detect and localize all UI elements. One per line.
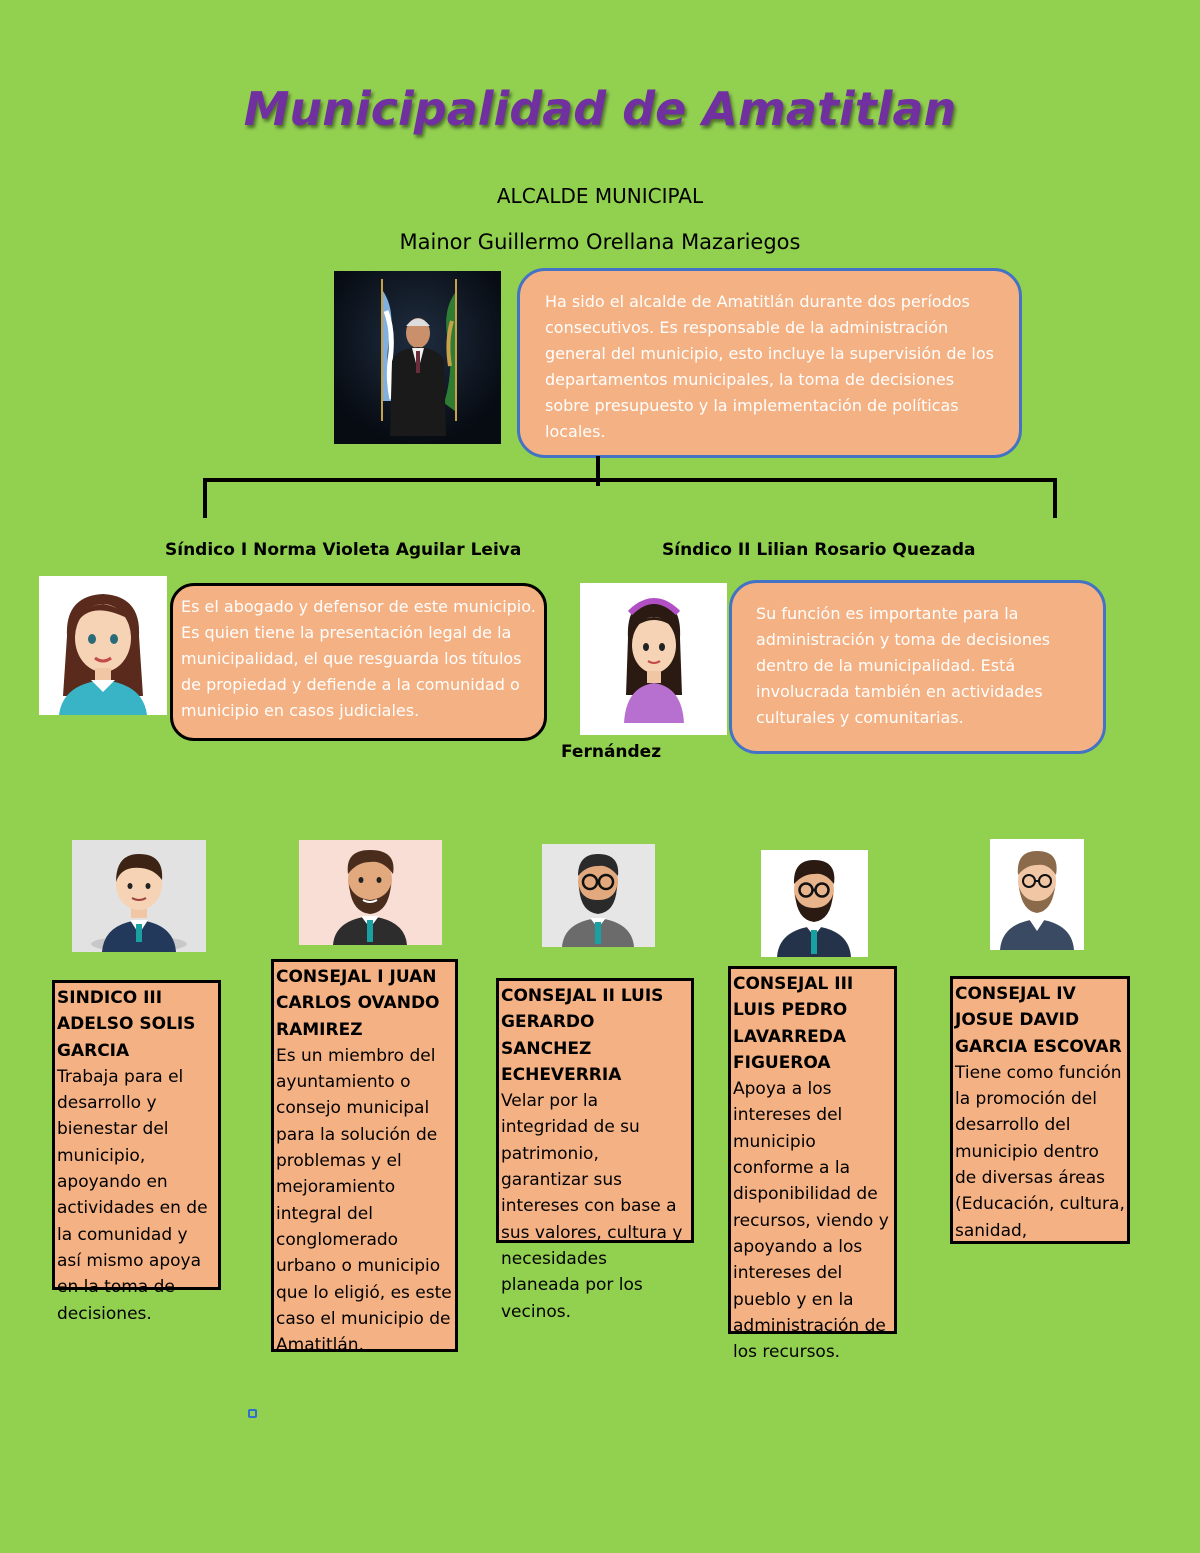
member-card-consejal3: CONSEJAL III LUIS PEDRO LAVARREDA FIGUER… xyxy=(728,966,897,1362)
member-name: CONSEJAL IV JOSUE DAVID GARCIA ESCOVAR xyxy=(955,984,1122,1057)
sindico1-label: Síndico I Norma Violeta Aguilar Leiva xyxy=(165,540,522,560)
connector-horizontal xyxy=(203,478,1057,482)
sindico2-description-text: Su función es importante para la adminis… xyxy=(756,604,1051,727)
woman-avatar-icon xyxy=(39,576,167,715)
sindico2-description: Su función es importante para la adminis… xyxy=(729,580,1106,754)
sindico2-label: Síndico II Lilian Rosario Quezada xyxy=(662,540,976,560)
member-description: Trabaja para el desarrollo y bienestar d… xyxy=(57,1066,208,1324)
page-title: Municipalidad de Amatitlan xyxy=(243,82,957,136)
bearded-man-avatar-icon xyxy=(299,840,442,945)
connector-right-drop xyxy=(1053,478,1057,518)
member-description: Apoya a los intereses del municipio conf… xyxy=(733,1079,889,1363)
member-description: Es un miembro del ayuntamiento o consejo… xyxy=(276,1045,452,1356)
member-name: CONSEJAL II LUIS GERARDO SANCHEZ ECHEVER… xyxy=(501,986,664,1085)
sindico1-description: Es el abogado y defensor de este municip… xyxy=(170,583,547,741)
member-name: SINDICO III ADELSO SOLIS GARCIA xyxy=(57,988,196,1061)
mayor-name: Mainor Guillermo Orellana Mazariegos xyxy=(399,230,801,254)
member-card-consejal1: CONSEJAL I JUAN CARLOS OVANDO RAMIREZ Es… xyxy=(271,959,458,1355)
member-card-consejal4: CONSEJAL IV JOSUE DAVID GARCIA ESCOVAR T… xyxy=(950,976,1130,1244)
glasses-man-avatar-icon xyxy=(542,844,655,947)
member-name: CONSEJAL III LUIS PEDRO LAVARREDA FIGUER… xyxy=(733,974,854,1073)
mayor-photo xyxy=(334,271,501,444)
anchor-marker-icon xyxy=(248,1409,257,1418)
girl-avatar-icon xyxy=(580,583,727,735)
mayor-role: ALCALDE MUNICIPAL xyxy=(496,184,704,208)
connector-mayor-stem xyxy=(596,456,600,486)
sindico1-description-text: Es el abogado y defensor de este municip… xyxy=(181,597,536,720)
glasses-beard-man-avatar-icon xyxy=(761,850,868,957)
member-description: Velar por la integridad de su patrimonio… xyxy=(501,1091,683,1322)
member-name: CONSEJAL I JUAN CARLOS OVANDO RAMIREZ xyxy=(276,967,440,1040)
light-beard-man-avatar-icon xyxy=(990,839,1084,950)
sindico2-label-extra: Fernández xyxy=(561,742,662,762)
member-card-sindico3: SINDICO III ADELSO SOLIS GARCIA Trabaja … xyxy=(52,980,221,1324)
mayor-description: Ha sido el alcalde de Amatitlán durante … xyxy=(517,268,1022,458)
member-card-consejal2: CONSEJAL II LUIS GERARDO SANCHEZ ECHEVER… xyxy=(496,978,694,1322)
connector-left-drop xyxy=(203,478,207,518)
member-description: Tiene como función la promoción del desa… xyxy=(955,1062,1125,1241)
man-avatar-icon xyxy=(72,840,206,952)
mayor-description-text: Ha sido el alcalde de Amatitlán durante … xyxy=(545,292,994,441)
